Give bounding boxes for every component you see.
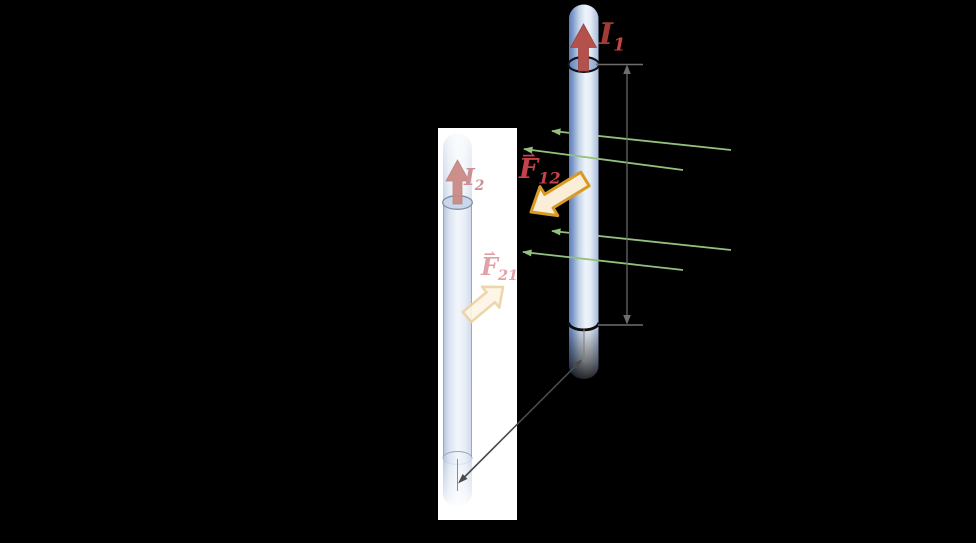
current-i2-arrow-icon bbox=[445, 159, 470, 205]
label-current-1: I1 bbox=[599, 20, 626, 54]
force12-symbol: F bbox=[519, 154, 539, 185]
wire1-body bbox=[569, 4, 599, 331]
force12-subscript: 12 bbox=[538, 168, 561, 188]
field-line-arrow-icon bbox=[523, 146, 684, 171]
force21-subscript: 21 bbox=[498, 267, 519, 285]
separation-distance-line bbox=[460, 361, 580, 482]
label-force-12: ⇀F12 bbox=[519, 147, 561, 188]
length-dimension bbox=[596, 63, 643, 326]
wire2-body bbox=[443, 202, 472, 458]
force-f12-arrow-icon bbox=[529, 170, 591, 218]
length-dim-arrowhead-up-icon bbox=[623, 64, 631, 74]
label-current-2: I2 bbox=[464, 166, 484, 194]
current1-subscript: 1 bbox=[613, 34, 626, 56]
wire-2 bbox=[442, 133, 473, 506]
current2-subscript: 2 bbox=[474, 177, 485, 194]
force-f21-arrow-icon bbox=[461, 285, 505, 324]
current-i1-arrow-icon bbox=[569, 23, 598, 72]
field-line-arrow-icon bbox=[522, 249, 684, 271]
vector-hat-icon: ⇀ bbox=[522, 144, 537, 165]
wire-1 bbox=[567, 4, 601, 379]
length-dim-arrowhead-down-icon bbox=[623, 315, 631, 325]
label-force-21: ⇀F21 bbox=[481, 246, 519, 285]
force21-symbol: F bbox=[481, 252, 499, 281]
separation-distance-arrow bbox=[458, 359, 582, 484]
current2-symbol: I bbox=[464, 164, 475, 191]
vector-hat-icon: ⇀ bbox=[483, 244, 497, 263]
separation-arrowhead-lower-icon bbox=[458, 474, 468, 484]
separation-arrowhead-upper-icon bbox=[572, 359, 582, 369]
current1-symbol: I bbox=[599, 17, 614, 52]
